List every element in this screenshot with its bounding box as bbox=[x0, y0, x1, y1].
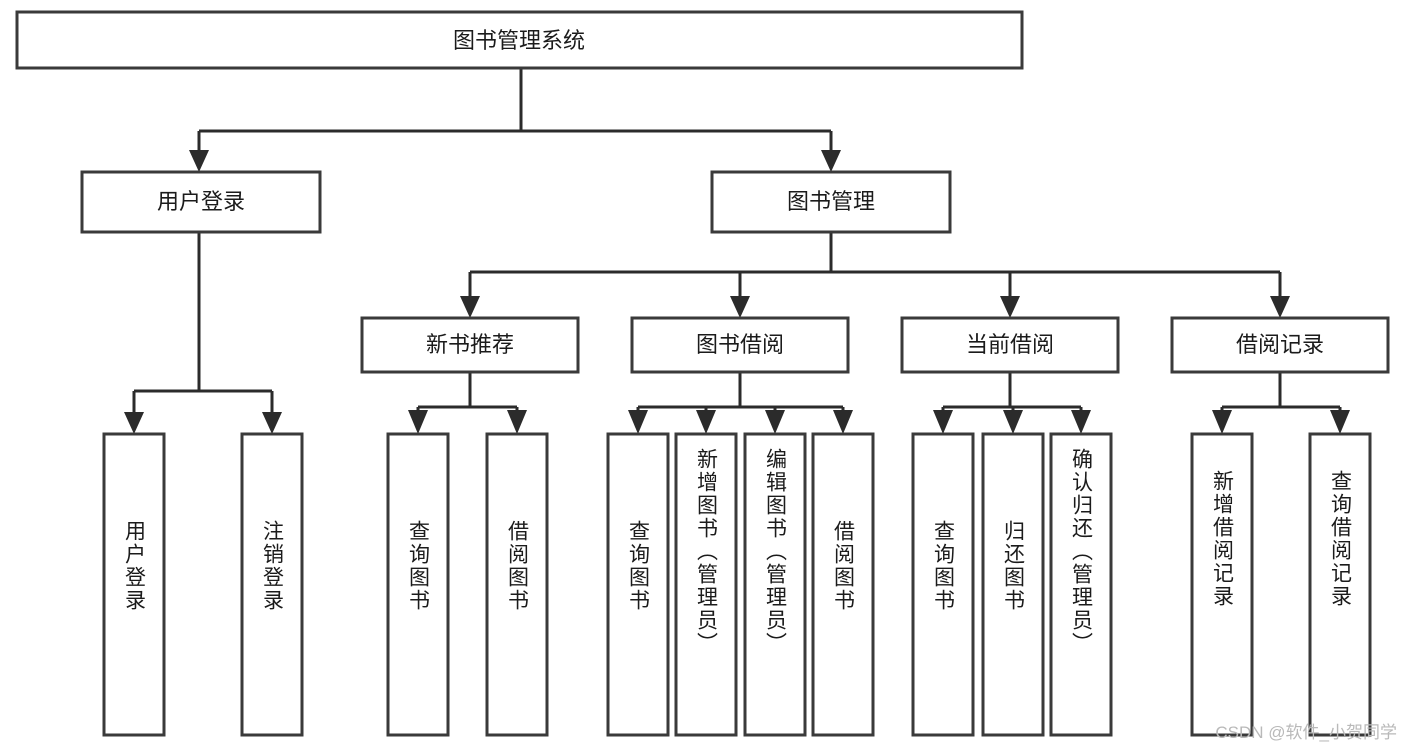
arrowhead-leaf-return-book bbox=[1003, 410, 1023, 434]
node-book-management[interactable]: 图书管理 bbox=[710, 170, 952, 234]
node-leaf-borrow-book-label: 借阅图书 bbox=[832, 520, 856, 612]
arrowhead-leaf-edit-book bbox=[765, 410, 785, 434]
node-root-label: 图书管理系统 bbox=[453, 28, 585, 53]
node-leaf-return-book[interactable]: 归还图书 bbox=[981, 432, 1045, 737]
arrowhead-leaf-user-login bbox=[124, 412, 144, 434]
node-root[interactable]: 图书管理系统 bbox=[15, 10, 1024, 70]
node-leaf-query-borrow-record-label: 查询借阅记录 bbox=[1329, 470, 1353, 608]
node-book-borrow[interactable]: 图书借阅 bbox=[630, 316, 850, 374]
arrowhead-new-book-recommend bbox=[460, 296, 480, 318]
node-leaf-confirm-return[interactable]: 确认归还（管理员） bbox=[1049, 432, 1113, 737]
node-borrow-record[interactable]: 借阅记录 bbox=[1170, 316, 1390, 374]
arrowhead-leaf-query-book-borrow bbox=[628, 410, 648, 434]
node-new-book-recommend-box[interactable] bbox=[360, 316, 580, 374]
arrowhead-leaf-add-borrow-record bbox=[1212, 410, 1232, 434]
node-leaf-logout-login[interactable]: 注销登录 bbox=[240, 432, 304, 737]
node-leaf-confirm-return-box[interactable] bbox=[1049, 432, 1113, 737]
node-leaf-user-login-label: 用户登录 bbox=[123, 520, 147, 612]
csdn-watermark: CSDN @软件_小贺同学 bbox=[1215, 723, 1397, 742]
arrowhead-leaf-confirm-return bbox=[1071, 410, 1091, 434]
node-leaf-query-book-current[interactable]: 查询图书 bbox=[911, 432, 975, 737]
node-leaf-query-book-recommend-box[interactable] bbox=[386, 432, 450, 737]
node-book-management-box[interactable] bbox=[710, 170, 952, 234]
arrowhead-current-borrow bbox=[1000, 296, 1020, 318]
node-leaf-add-borrow-record-label: 新增借阅记录 bbox=[1211, 470, 1235, 608]
node-book-management-label: 图书管理 bbox=[787, 189, 875, 214]
node-leaf-query-borrow-record-box[interactable] bbox=[1308, 432, 1372, 737]
node-leaf-user-login[interactable]: 用户登录 bbox=[102, 432, 166, 737]
node-current-borrow[interactable]: 当前借阅 bbox=[900, 316, 1120, 374]
node-leaf-borrow-book-recommend[interactable]: 借阅图书 bbox=[485, 432, 549, 737]
node-leaf-borrow-book-recommend-box[interactable] bbox=[485, 432, 549, 737]
node-leaf-edit-book-box[interactable] bbox=[743, 432, 807, 737]
node-leaf-borrow-book[interactable]: 借阅图书 bbox=[811, 432, 875, 737]
node-leaf-query-book-current-label: 查询图书 bbox=[932, 520, 956, 612]
node-new-book-recommend-label: 新书推荐 bbox=[426, 332, 514, 357]
arrowhead-leaf-query-book-current bbox=[933, 410, 953, 434]
node-leaf-logout-login-box[interactable] bbox=[240, 432, 304, 737]
node-user-login-box[interactable] bbox=[80, 170, 322, 234]
node-leaf-add-book[interactable]: 新增图书（管理员） bbox=[674, 432, 738, 737]
node-leaf-edit-book[interactable]: 编辑图书（管理员） bbox=[743, 432, 807, 737]
arrowhead-book-borrow bbox=[730, 296, 750, 318]
node-leaf-add-book-label: 新增图书（管理员） bbox=[695, 448, 719, 655]
node-book-borrow-box[interactable] bbox=[630, 316, 850, 374]
arrowhead-user-login bbox=[189, 150, 209, 172]
node-leaf-user-login-box[interactable] bbox=[102, 432, 166, 737]
node-new-book-recommend[interactable]: 新书推荐 bbox=[360, 316, 580, 374]
arrowhead-leaf-query-borrow-record bbox=[1330, 410, 1350, 434]
node-borrow-record-box[interactable] bbox=[1170, 316, 1390, 374]
node-leaf-add-book-box[interactable] bbox=[674, 432, 738, 737]
node-leaf-query-book-borrow[interactable]: 查询图书 bbox=[606, 432, 670, 737]
node-leaf-return-book-label: 归还图书 bbox=[1002, 520, 1026, 612]
node-leaf-return-book-box[interactable] bbox=[981, 432, 1045, 737]
node-leaf-add-borrow-record-box[interactable] bbox=[1190, 432, 1254, 737]
node-leaf-query-book-current-box[interactable] bbox=[911, 432, 975, 737]
node-current-borrow-box[interactable] bbox=[900, 316, 1120, 374]
arrowhead-book-management bbox=[821, 150, 841, 172]
node-leaf-query-book-borrow-box[interactable] bbox=[606, 432, 670, 737]
arrowhead-leaf-borrow-book-recommend bbox=[507, 410, 527, 434]
arrowhead-leaf-logout-login bbox=[262, 412, 282, 434]
node-leaf-confirm-return-label: 确认归还（管理员） bbox=[1070, 448, 1094, 655]
node-leaf-query-book-recommend[interactable]: 查询图书 bbox=[386, 432, 450, 737]
arrowhead-leaf-query-book-recommend bbox=[408, 410, 428, 434]
node-leaf-query-book-borrow-label: 查询图书 bbox=[627, 520, 651, 612]
node-leaf-query-book-recommend-label: 查询图书 bbox=[407, 520, 431, 612]
node-leaf-borrow-book-recommend-label: 借阅图书 bbox=[506, 520, 530, 612]
arrowhead-borrow-record bbox=[1270, 296, 1290, 318]
node-root-box[interactable] bbox=[15, 10, 1024, 70]
node-leaf-borrow-book-box[interactable] bbox=[811, 432, 875, 737]
node-leaf-logout-login-label: 注销登录 bbox=[261, 520, 285, 612]
arrowhead-leaf-borrow-book bbox=[833, 410, 853, 434]
node-book-borrow-label: 图书借阅 bbox=[696, 332, 784, 357]
node-user-login[interactable]: 用户登录 bbox=[80, 170, 322, 234]
node-current-borrow-label: 当前借阅 bbox=[966, 332, 1054, 357]
arrowhead-leaf-add-book bbox=[696, 410, 716, 434]
node-leaf-query-borrow-record[interactable]: 查询借阅记录 bbox=[1308, 432, 1372, 737]
node-leaf-edit-book-label: 编辑图书（管理员） bbox=[764, 448, 788, 655]
node-leaf-add-borrow-record[interactable]: 新增借阅记录 bbox=[1190, 432, 1254, 737]
node-user-login-label: 用户登录 bbox=[157, 189, 245, 214]
node-borrow-record-label: 借阅记录 bbox=[1236, 332, 1324, 357]
connector-layer bbox=[124, 68, 1350, 434]
